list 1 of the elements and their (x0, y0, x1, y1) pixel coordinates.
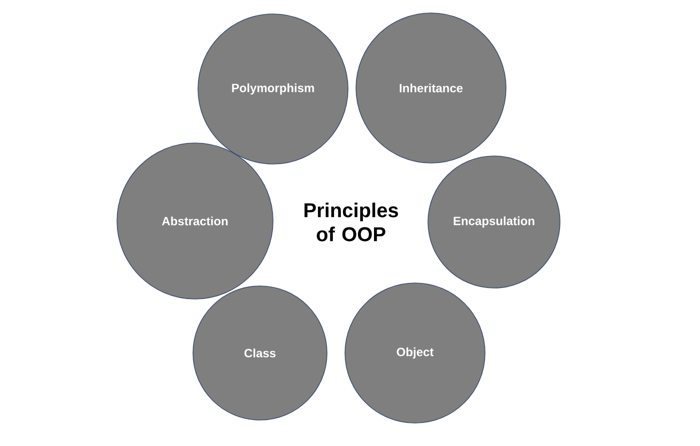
center-title: Principles of OOP (304, 202, 398, 242)
